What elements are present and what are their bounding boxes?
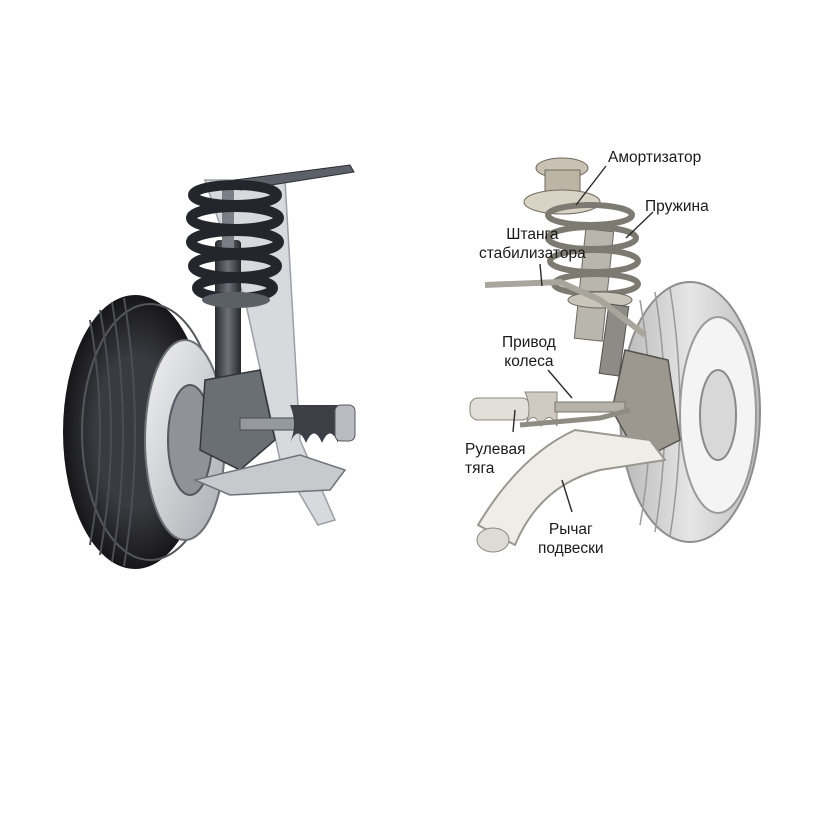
- label-wheel-drive-line2: колеса: [504, 353, 554, 370]
- left-tire: [63, 295, 226, 569]
- label-stabilizer-bar-line1: Штанга: [506, 226, 559, 243]
- leader-lines: [512, 165, 654, 513]
- leader-wheel-drive: [547, 369, 573, 399]
- label-wheel-drive: Привод колеса: [502, 333, 556, 371]
- label-tie-rod: Рулевая тяга: [465, 440, 526, 478]
- right-arm-bushing: [476, 527, 510, 553]
- label-tie-rod-line1: Рулевая: [465, 441, 526, 458]
- label-control-arm-line1: Рычаг: [548, 521, 593, 538]
- leader-tie-rod: [512, 409, 516, 433]
- label-tie-rod-line2: тяга: [465, 460, 495, 477]
- right-suspension-assembly: [469, 157, 761, 553]
- left-knuckle: [199, 369, 276, 471]
- leader-spring: [625, 211, 654, 239]
- right-stabilizer-bar: [484, 278, 647, 338]
- label-control-arm: Рычаг подвески: [538, 520, 604, 558]
- right-control-arm: [476, 428, 667, 547]
- label-stabilizer-bar-line2: стабилизатора: [479, 245, 586, 262]
- label-spring: Пружина: [645, 198, 709, 215]
- leader-control-arm: [561, 479, 573, 513]
- right-tire: [619, 281, 761, 543]
- label-shock-absorber: Амортизатор: [608, 149, 702, 166]
- label-wheel-drive-line1: Привод: [502, 334, 556, 351]
- left-strut: [186, 180, 284, 410]
- right-tie-rod: [519, 407, 631, 428]
- left-drive-shaft: [239, 404, 356, 443]
- right-strut: [523, 157, 641, 377]
- label-stabilizer-bar: Штанга стабилизатора: [479, 225, 586, 263]
- left-control-arm: [192, 454, 347, 496]
- leader-stabilizer-bar: [539, 263, 543, 287]
- right-knuckle: [611, 349, 681, 461]
- label-control-arm-line2: подвески: [538, 540, 604, 557]
- left-suspension-assembly: [63, 164, 356, 569]
- leader-shock-absorber: [575, 165, 607, 206]
